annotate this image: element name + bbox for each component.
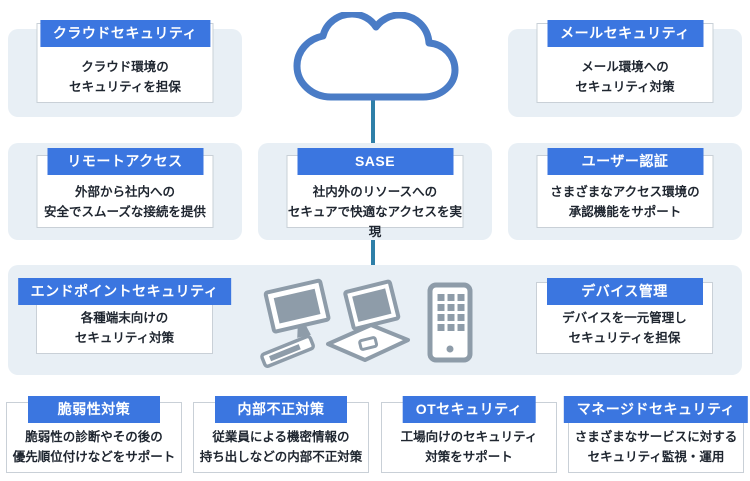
- description-line: セキュリティを担保: [568, 331, 681, 345]
- user-auth-title: ユーザー認証: [547, 148, 703, 175]
- device-management-title: デバイス管理: [546, 278, 703, 305]
- cloud-security-title: クラウドセキュリティ: [39, 20, 211, 47]
- insider-threat-title: 内部不正対策: [215, 396, 347, 423]
- cloud-security-description: クラウド環境の セキュリティを担保: [38, 57, 213, 97]
- mail-security-title: メールセキュリティ: [547, 20, 703, 47]
- remote-access-description: 外部から社内への 安全でスムーズな接続を提供: [38, 182, 213, 222]
- cloud-icon: [293, 12, 459, 101]
- description-line: セキュリティ対策: [74, 331, 175, 345]
- managed-security-title: マネージドセキュリティ: [563, 396, 749, 423]
- endpoint-security-description: 各種端末向けの セキュリティ対策: [37, 308, 212, 348]
- card-endpoint-security: エンドポイントセキュリティ 各種端末向けの セキュリティ対策: [17, 278, 232, 354]
- card-ot-security: OTセキュリティ 工場向けのセキュリティ 対策をサポート: [381, 396, 557, 473]
- vulnerability-title: 脆弱性対策: [28, 396, 160, 423]
- sase-title: SASE: [297, 148, 453, 175]
- card-vulnerability: 脆弱性対策 脆弱性の診断やその後の 優先順位付けなどをサポート: [6, 396, 182, 473]
- smartphone-icon: [427, 282, 473, 363]
- description-line: 安全でスムーズな接続を提供: [44, 205, 206, 219]
- card-device-management: デバイス管理 デバイスを一元管理し セキュリティを担保: [536, 278, 713, 354]
- description-line: クラウド環境の: [81, 60, 169, 74]
- card-remote-access: リモートアクセス 外部から社内への 安全でスムーズな接続を提供: [36, 148, 214, 228]
- panel-cloud-security: クラウドセキュリティ クラウド環境の セキュリティを担保: [8, 20, 242, 117]
- sase-description: 社内外のリソースへの セキュアで快適なアクセスを実現: [288, 182, 463, 242]
- description-line: 工場向けのセキュリティ: [400, 430, 538, 444]
- panel-sase: SASE 社内外のリソースへの セキュアで快適なアクセスを実現: [258, 143, 492, 240]
- panel-user-auth: ユーザー認証 さまざまなアクセス環境の 承認機能をサポート: [508, 143, 742, 240]
- device-icons: [260, 278, 473, 368]
- description-line: さまざまなサービスに対する: [574, 430, 738, 444]
- description-line: 承認機能をサポート: [568, 205, 682, 219]
- desktop-computer-icon: [260, 278, 331, 368]
- vulnerability-description: 脆弱性の診断やその後の 優先順位付けなどをサポート: [7, 427, 181, 467]
- card-cloud-security: クラウドセキュリティ クラウド環境の セキュリティを担保: [36, 20, 214, 103]
- description-line: セキュアで快適なアクセスを実現: [287, 205, 463, 239]
- ot-security-title: OTセキュリティ: [402, 396, 536, 423]
- endpoint-security-title: エンドポイントセキュリティ: [17, 278, 232, 305]
- card-sase: SASE 社内外のリソースへの セキュアで快適なアクセスを実現: [286, 148, 464, 239]
- ot-security-description: 工場向けのセキュリティ 対策をサポート: [382, 427, 556, 467]
- description-line: 持ち出しなどの内部不正対策: [199, 450, 363, 464]
- insider-threat-description: 従業員による機密情報の 持ち出しなどの内部不正対策: [194, 427, 368, 467]
- description-line: セキュリティ監視・運用: [587, 450, 725, 464]
- panel-mail-security: メールセキュリティ メール環境への セキュリティ対策: [508, 20, 742, 117]
- description-line: 優先順位付けなどをサポート: [12, 450, 176, 464]
- description-line: デバイスを一元管理し: [562, 311, 687, 325]
- mail-security-description: メール環境への セキュリティ対策: [538, 57, 713, 97]
- card-mail-security: メールセキュリティ メール環境への セキュリティ対策: [536, 20, 714, 103]
- description-line: メール環境への: [581, 60, 669, 74]
- description-line: セキュリティを担保: [69, 80, 181, 94]
- panel-remote-access: リモートアクセス 外部から社内への 安全でスムーズな接続を提供: [8, 143, 242, 240]
- card-insider-threat: 内部不正対策 従業員による機密情報の 持ち出しなどの内部不正対策: [193, 396, 369, 473]
- description-line: 各種端末向けの: [80, 311, 169, 325]
- remote-access-title: リモートアクセス: [47, 148, 203, 175]
- description-line: 脆弱性の診断やその後の: [25, 430, 163, 444]
- card-user-auth: ユーザー認証 さまざまなアクセス環境の 承認機能をサポート: [536, 148, 714, 228]
- laptop-icon: [326, 279, 410, 362]
- description-line: さまざまなアクセス環境の: [550, 185, 700, 199]
- managed-security-description: さまざまなサービスに対する セキュリティ監視・運用: [569, 427, 743, 467]
- user-auth-description: さまざまなアクセス環境の 承認機能をサポート: [538, 182, 713, 222]
- description-line: 対策をサポート: [425, 450, 513, 464]
- description-line: 外部から社内への: [74, 185, 175, 199]
- description-line: 社内外のリソースへの: [312, 185, 438, 199]
- card-managed-security: マネージドセキュリティ さまざまなサービスに対する セキュリティ監視・運用: [563, 396, 749, 473]
- description-line: 従業員による機密情報の: [212, 430, 350, 444]
- description-line: セキュリティ対策: [575, 80, 675, 94]
- device-management-description: デバイスを一元管理し セキュリティを担保: [537, 308, 712, 348]
